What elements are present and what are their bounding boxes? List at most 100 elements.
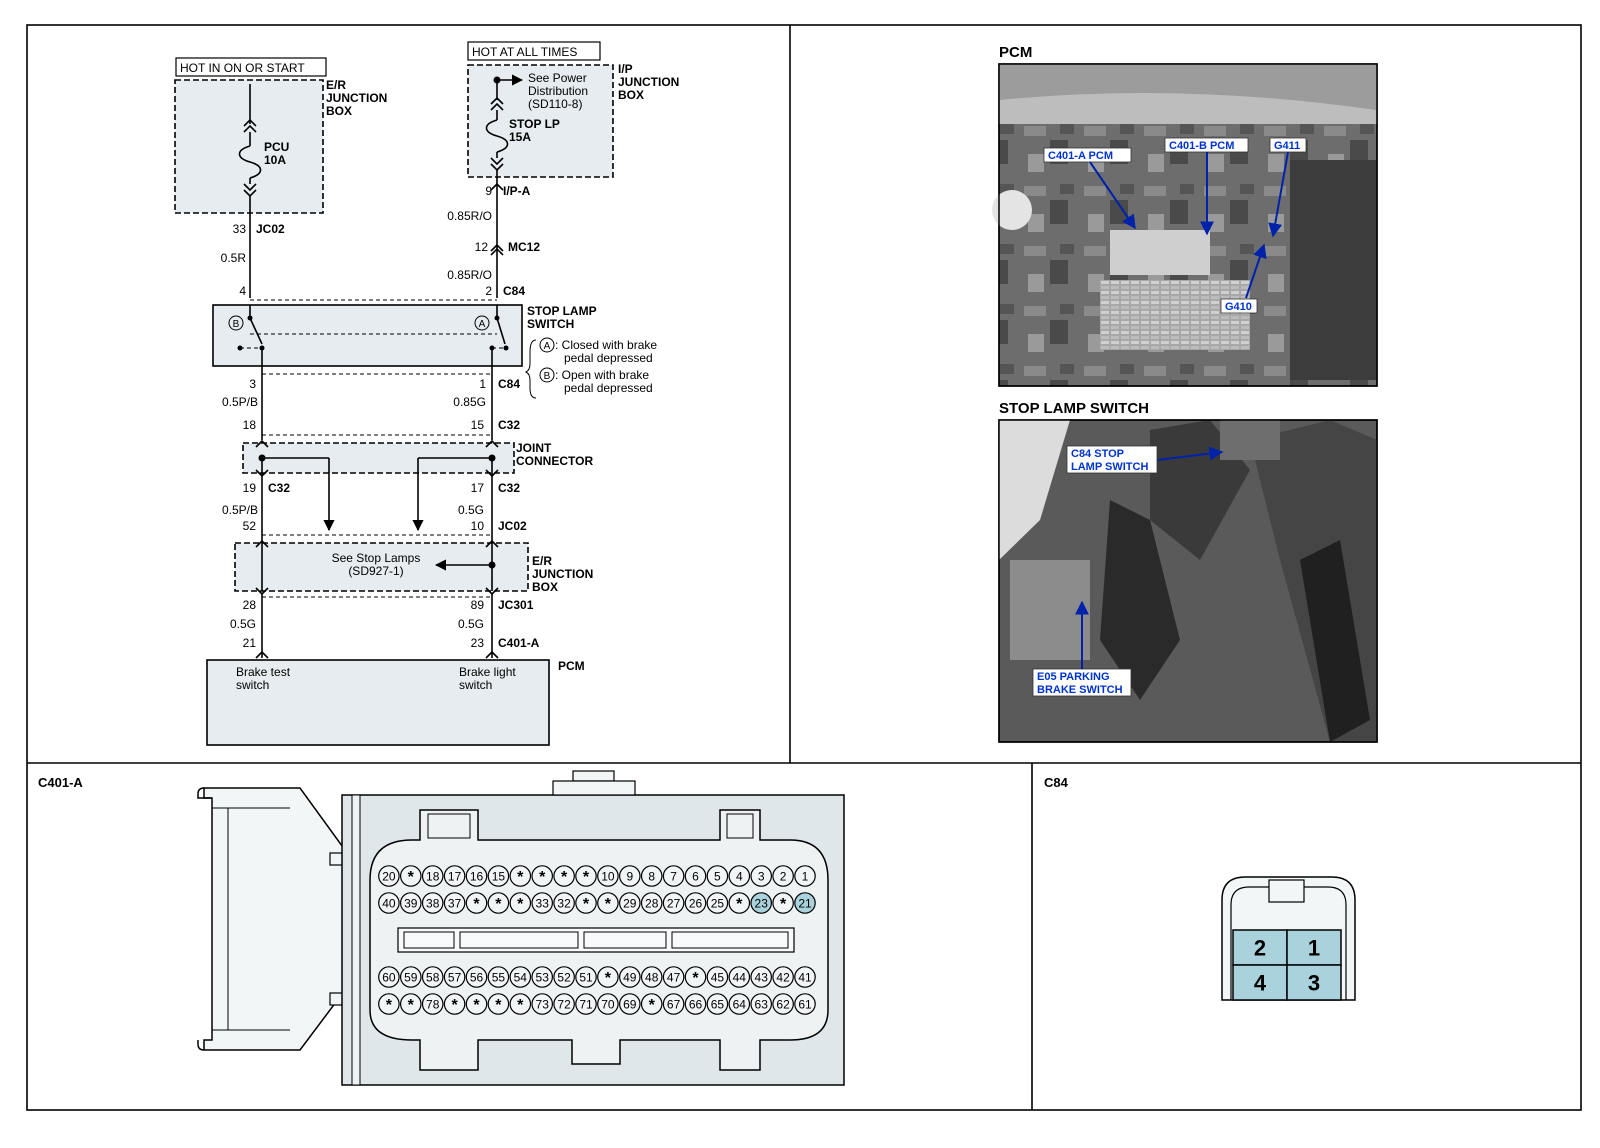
pin-23-label: 23 — [471, 636, 485, 650]
c401a-pin-label: * — [561, 869, 568, 886]
c401a-pin-label: 44 — [733, 971, 747, 985]
wire-085g-label: 0.85G — [453, 395, 486, 409]
c401a-pin-label: * — [692, 970, 699, 987]
c401a-pin — [706, 892, 729, 914]
c401a-pin-label: 42 — [776, 971, 790, 985]
er-junction-box-2-label-2: JUNCTION — [532, 567, 593, 581]
c401a-pin-label: * — [473, 896, 480, 913]
legend-a-line-1: : Closed with brake — [555, 338, 657, 352]
c401a-pin — [750, 865, 772, 887]
c401a-pin-label: * — [605, 896, 612, 913]
stop-lamp-switch-label-2: SWITCH — [527, 317, 574, 331]
c401a-pin-label: 18 — [426, 870, 440, 884]
c401a-pin — [706, 966, 729, 988]
c401a-pin — [684, 966, 707, 988]
c401a-pin — [509, 892, 532, 914]
c401a-pin — [487, 966, 510, 988]
c401a-pin — [662, 993, 685, 1015]
c401a-pin — [597, 966, 619, 988]
see-stop-lamps-line-2: (SD927-1) — [348, 564, 403, 578]
c401a-pin-label: 8 — [648, 870, 655, 884]
c401a-pin-label: 53 — [536, 971, 550, 985]
c401a-pin-label: 40 — [382, 897, 396, 911]
callout-e05-line-1: E05 PARKING — [1037, 671, 1110, 683]
c401a-pin — [378, 966, 400, 988]
er-junction-box-2-label-1: E/R — [532, 554, 552, 568]
callout-g411: G411 — [1274, 140, 1300, 152]
c401a-pin-label: 70 — [601, 998, 615, 1012]
c401a-pin-label: 2 — [780, 870, 787, 884]
c401a-pin — [465, 865, 488, 887]
c401a-pin-label: 55 — [492, 971, 506, 985]
c401a-pin — [575, 865, 597, 887]
c401a-pin — [597, 892, 619, 914]
c84-pin-label: 4 — [1254, 971, 1267, 996]
c401a-pin — [465, 993, 488, 1015]
callout-c401b-pcm: C401-B PCM — [1169, 140, 1234, 152]
c401a-pin-label: 60 — [382, 971, 396, 985]
c401a-pin — [553, 892, 575, 914]
c401a-pin-label: 28 — [645, 897, 659, 911]
stop-lamp-switch-photo-title: STOP LAMP SWITCH — [999, 400, 1149, 417]
c401a-pin-label: 4 — [736, 870, 743, 884]
c401a-pin — [794, 892, 816, 914]
see-power-line-2: Distribution — [528, 84, 588, 98]
c401a-pin — [640, 993, 663, 1015]
c401a-pin — [640, 966, 663, 988]
c401a-pin — [618, 892, 641, 914]
c401a-pin-label: 71 — [579, 998, 593, 1012]
pin-15-label: 15 — [471, 418, 485, 432]
conn-c32-2-label: C32 — [268, 481, 290, 495]
legend-b-line-1: : Open with brake — [555, 368, 649, 382]
c401a-pin-label: 45 — [711, 971, 725, 985]
pcm-label: PCM — [558, 659, 585, 673]
callout-e05-line-2: BRAKE SWITCH — [1037, 684, 1123, 696]
c401a-pin — [662, 966, 685, 988]
c401a-pin — [531, 865, 553, 887]
c401a-pin — [597, 993, 619, 1015]
c401a-pin — [575, 993, 597, 1015]
c401a-pin — [662, 865, 685, 887]
pin-28-label: 28 — [243, 598, 257, 612]
c401a-pin — [772, 865, 794, 887]
c401a-pin-label: * — [495, 997, 502, 1014]
c84-pin-label: 2 — [1254, 936, 1266, 961]
c401a-pin-label: 1 — [802, 870, 809, 884]
er-junction-box-label-3: BOX — [326, 104, 352, 118]
c401a-pin — [772, 993, 794, 1015]
c401a-pin-label: 10 — [601, 870, 615, 884]
c84-pin-label: 3 — [1308, 971, 1320, 996]
conn-jc301-label: JC301 — [498, 598, 534, 612]
pcm-photo — [992, 63, 1378, 387]
c401a-pin-label: 32 — [557, 897, 571, 911]
legend-a-line-2: pedal depressed — [564, 351, 653, 365]
c401a-pin — [794, 966, 816, 988]
c401a-pin-label: 52 — [557, 971, 571, 985]
c401a-pin — [421, 865, 444, 887]
fuse-stop-label: STOP LP — [509, 117, 560, 131]
c401a-pin-label: 23 — [755, 897, 769, 911]
c84-pin — [1232, 964, 1288, 1001]
c401a-pin-label: * — [583, 896, 590, 913]
fuse-pcu-label: PCU — [264, 140, 289, 154]
c401a-pin-label: 25 — [711, 897, 725, 911]
callout-c401a-pcm: C401-A PCM — [1048, 150, 1113, 162]
c401a-title: C401-A — [38, 775, 83, 790]
c401a-pin-label: 43 — [755, 971, 769, 985]
c401a-pin — [618, 966, 641, 988]
c401a-pin-label: * — [408, 997, 415, 1014]
pin-3-label: 3 — [249, 377, 256, 391]
page-frames — [26, 24, 1582, 1111]
c401a-pin — [378, 865, 400, 887]
c84-title: C84 — [1044, 775, 1069, 790]
c401a-pin-label: * — [517, 869, 524, 886]
c401a-pin-label: 41 — [798, 971, 812, 985]
c401a-pin — [706, 865, 729, 887]
c401a-pin — [553, 966, 575, 988]
c401a-pin-label: 27 — [667, 897, 681, 911]
c401a-pin — [509, 966, 532, 988]
switch-a-mark: A — [479, 319, 486, 330]
c401a-pin — [421, 892, 444, 914]
c401a-pin — [706, 993, 729, 1015]
c401a-pin-label: 29 — [623, 897, 637, 911]
